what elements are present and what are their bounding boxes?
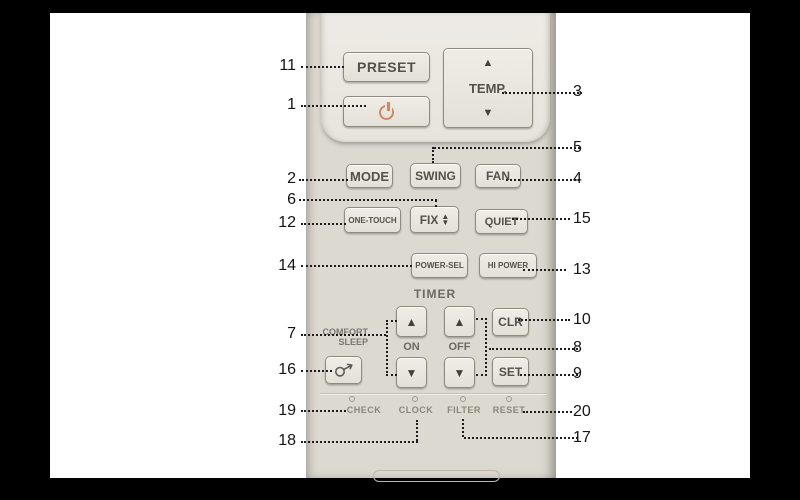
up-arrow-icon: ▲ bbox=[405, 314, 418, 329]
leader-line-3 bbox=[502, 92, 582, 94]
power-sel-button: POWER-SEL bbox=[411, 253, 468, 278]
callout-10: 10 bbox=[573, 311, 591, 328]
leader-line-18-elbow bbox=[416, 420, 418, 441]
leader-line-19 bbox=[301, 410, 346, 412]
temp-down-icon: ▼ bbox=[482, 107, 494, 119]
callout-15: 15 bbox=[573, 210, 591, 227]
callout-20: 20 bbox=[573, 403, 591, 420]
leader-line-15 bbox=[512, 218, 570, 220]
down-arrow-icon: ▼ bbox=[453, 365, 466, 380]
leader-line-2 bbox=[299, 179, 348, 181]
down-arrow-icon: ▼ bbox=[405, 365, 418, 380]
callout-19: 19 bbox=[278, 402, 296, 419]
reset-label: RESET bbox=[492, 405, 526, 415]
bracket-timer-off bbox=[476, 318, 487, 376]
leader-line-5-elbow bbox=[432, 147, 434, 163]
panel-divider-line bbox=[320, 393, 546, 395]
callout-5: 5 bbox=[573, 139, 582, 156]
leader-line-13 bbox=[523, 269, 566, 271]
callout-16: 16 bbox=[278, 361, 296, 378]
reset-pinhole-button bbox=[506, 396, 512, 402]
leader-line-18 bbox=[301, 441, 418, 443]
callout-3: 3 bbox=[573, 83, 582, 100]
temp-label: TEMP. bbox=[468, 80, 508, 96]
preset-button: PRESET bbox=[343, 52, 430, 82]
filter-pinhole-button bbox=[460, 396, 466, 402]
leader-line-20 bbox=[523, 411, 572, 413]
timer-off-up-button: ▲ bbox=[444, 306, 475, 337]
fix-updown-icon: ▲ ▼ bbox=[441, 211, 450, 227]
leader-line-5 bbox=[434, 147, 580, 149]
temp-rocker-button: ▲ TEMP. ▼ bbox=[443, 48, 533, 128]
comfort-sleep-label: COMFORT SLEEP bbox=[322, 327, 369, 347]
leader-line-9 bbox=[520, 374, 578, 376]
timer-on-up-button: ▲ bbox=[396, 306, 427, 337]
leader-line-17 bbox=[464, 437, 578, 439]
swing-button: SWING bbox=[410, 163, 461, 188]
bracket-timer-on bbox=[386, 320, 397, 376]
hi-power-button: HI POWER bbox=[479, 253, 537, 278]
timer-on-down-button: ▼ bbox=[396, 357, 427, 388]
power-icon bbox=[378, 101, 395, 120]
leader-line-8 bbox=[489, 348, 578, 350]
clr-button: CLR bbox=[492, 308, 529, 336]
power-button bbox=[343, 96, 430, 127]
one-touch-button: ONE-TOUCH bbox=[344, 207, 401, 233]
mode-button: MODE bbox=[346, 164, 393, 188]
leader-line-12 bbox=[301, 223, 346, 225]
timer-off-label: OFF bbox=[448, 341, 471, 353]
callout-11: 11 bbox=[279, 57, 296, 74]
callout-18: 18 bbox=[278, 432, 296, 449]
leader-line-16 bbox=[301, 370, 332, 372]
callout-4: 4 bbox=[573, 170, 582, 187]
callout-6: 6 bbox=[287, 191, 296, 208]
fan-button: FAN bbox=[475, 164, 521, 188]
callout-17: 17 bbox=[573, 429, 591, 446]
leader-line-6-elbow bbox=[435, 200, 437, 207]
leader-line-14 bbox=[301, 265, 412, 267]
temp-up-icon: ▲ bbox=[482, 57, 494, 69]
callout-14: 14 bbox=[278, 257, 296, 274]
timer-off-down-button: ▼ bbox=[444, 357, 475, 388]
quiet-button: QUIET bbox=[475, 209, 528, 234]
callout-13: 13 bbox=[573, 261, 591, 278]
callout-7: 7 bbox=[287, 325, 296, 342]
leader-line-6 bbox=[299, 199, 437, 201]
leader-line-10 bbox=[518, 319, 570, 321]
leader-line-4 bbox=[506, 179, 580, 181]
up-arrow-icon: ▲ bbox=[453, 314, 466, 329]
check-label: CHECK bbox=[346, 405, 382, 415]
callout-9: 9 bbox=[573, 365, 582, 382]
callout-1: 1 bbox=[287, 96, 296, 113]
leader-line-7 bbox=[301, 334, 386, 336]
leader-line-11 bbox=[301, 66, 344, 68]
fix-button: FIX ▲ ▼ bbox=[410, 206, 459, 233]
clock-pinhole-button bbox=[412, 396, 418, 402]
clock-label: CLOCK bbox=[398, 405, 434, 415]
timer-section-label: TIMER bbox=[413, 287, 457, 301]
callout-2: 2 bbox=[287, 170, 296, 187]
set-button: SET bbox=[492, 357, 529, 386]
callout-8: 8 bbox=[573, 339, 582, 356]
check-pinhole-button bbox=[349, 396, 355, 402]
fix-label: FIX bbox=[419, 212, 439, 227]
timer-on-label: ON bbox=[403, 341, 420, 353]
filter-label: FILTER bbox=[447, 405, 481, 415]
leader-line-1 bbox=[301, 105, 366, 107]
leader-line-17-elbow bbox=[462, 419, 464, 437]
battery-cover-seam bbox=[373, 470, 500, 482]
callout-12: 12 bbox=[278, 214, 296, 231]
comfort-sleep-key-icon bbox=[334, 363, 353, 377]
